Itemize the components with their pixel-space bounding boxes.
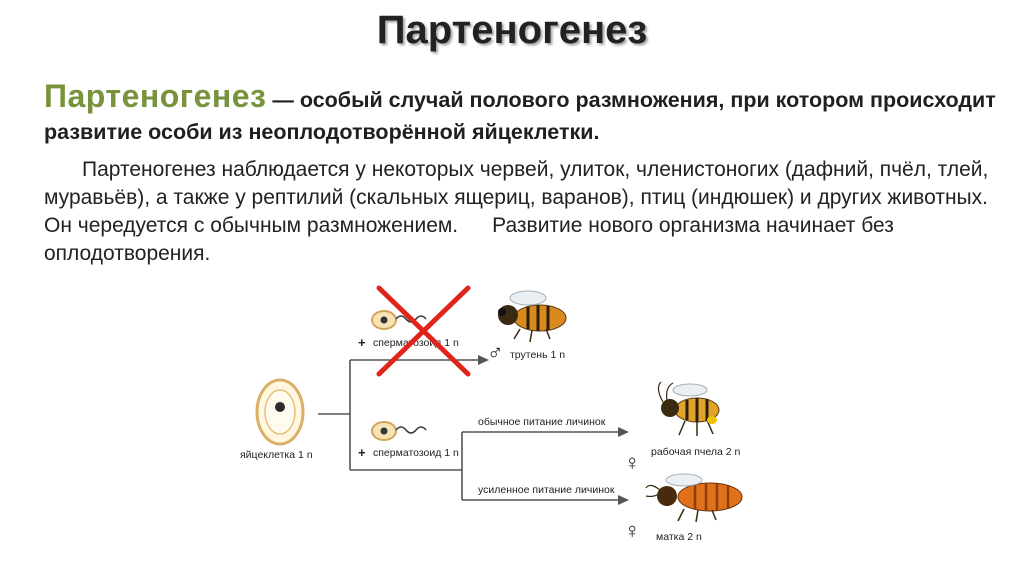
definition-term: Партеногенез xyxy=(44,78,267,114)
description-paragraph: Партеногенез наблюдается у некоторых чер… xyxy=(44,156,1004,268)
feeding-normal-label: обычное питание личинок xyxy=(478,416,606,428)
paragraph-text-1: Партеногенез наблюдается у некоторых чер… xyxy=(44,158,989,237)
cross-mark-icon xyxy=(376,285,471,377)
sperm-bottom-label: сперматозоид 1 n xyxy=(373,447,459,459)
paragraph-text-2: Развитие нового организма начинает без о… xyxy=(44,213,894,265)
slide-title: Партеногенез xyxy=(376,8,648,52)
drone-label: трутень 1 n xyxy=(510,349,565,361)
female-symbol-worker: ♀ xyxy=(624,450,641,475)
male-symbol: ♂ xyxy=(487,340,504,365)
plus-sign-bottom: + xyxy=(358,445,366,460)
egg-cell-icon xyxy=(255,378,305,446)
sperm-top-icon xyxy=(371,310,427,330)
queen-bee-icon xyxy=(645,473,743,523)
queen-label: матка 2 n xyxy=(656,531,702,543)
egg-label: яйцеклетка 1 n xyxy=(240,449,313,461)
female-symbol-queen: ♀ xyxy=(624,518,641,543)
drone-bee-icon xyxy=(498,290,567,343)
arrow-heads xyxy=(478,355,629,505)
definition-block: Партеногенез — особый случай полового ра… xyxy=(44,74,1004,148)
plus-sign-top: + xyxy=(358,335,366,350)
sperm-bottom-icon xyxy=(371,421,427,441)
worker-bee-icon xyxy=(657,381,720,436)
branch-lines xyxy=(318,359,618,501)
definition-text: — особый случай полового размножения, пр… xyxy=(44,88,996,145)
worker-label: рабочая пчела 2 n xyxy=(651,446,741,458)
feeding-enhanced-label: усиленное питание личинок xyxy=(478,484,615,496)
